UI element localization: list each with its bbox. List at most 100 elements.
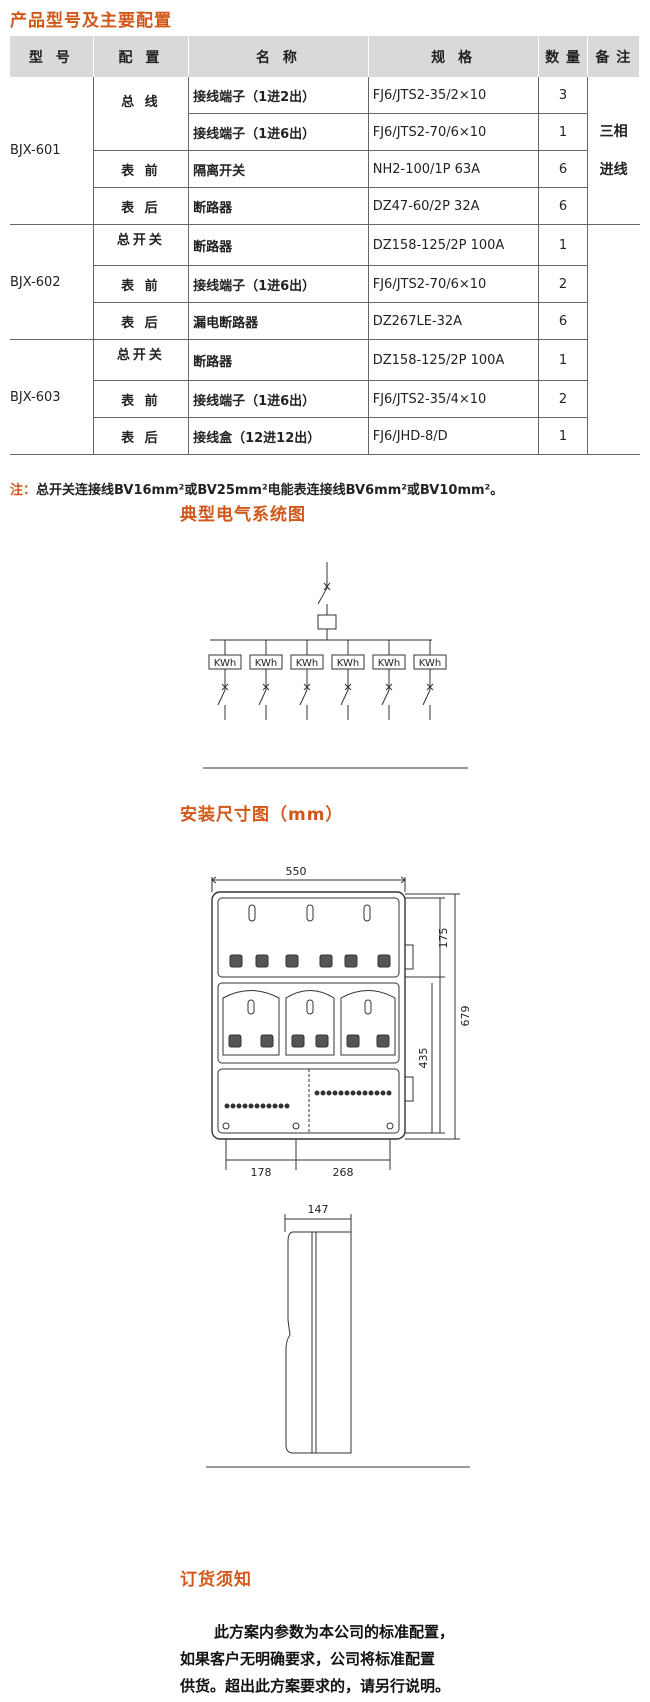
table-header-row: 型 号 配 置 名 称 规 格 数 量 备 注 xyxy=(10,36,641,77)
meter-terminal xyxy=(346,1034,360,1048)
spec-cell: FJ6/JTS2-35/2×10 xyxy=(367,77,539,114)
dim-height: 679 xyxy=(459,1006,472,1027)
meter-terminal xyxy=(255,954,269,968)
header-qty: 数 量 xyxy=(538,36,588,77)
meter-windows xyxy=(222,904,396,1130)
spec-cell: NH2-100/1P 63A xyxy=(367,150,539,188)
config-section-title: 产品型号及主要配置 xyxy=(10,11,172,31)
meter-terminal xyxy=(319,954,333,968)
spec-cell: DZ158-125/2P 100A xyxy=(367,339,539,381)
model-cell: BJX-602 xyxy=(10,224,94,340)
mounting-hole xyxy=(222,1122,230,1130)
meter-terminal xyxy=(315,1034,329,1048)
meter-terminal xyxy=(260,1034,274,1048)
terminal-dot xyxy=(278,1103,284,1109)
dim-middle: 435 xyxy=(417,1048,430,1069)
config-cell: 总 线 xyxy=(92,77,189,151)
table-row: BJX-603 总开关 断路器 DZ158-125/2P 100A 1 xyxy=(10,339,640,455)
remark-cell: 三相 进线 xyxy=(586,77,640,225)
name-cell: 断路器 xyxy=(188,224,369,266)
kwh-label: KWh xyxy=(255,658,277,669)
qty-cell: 6 xyxy=(538,187,588,225)
dim-depth: 147 xyxy=(308,1203,329,1216)
note-text: 总开关连接线BV16mm²或BV25mm²电能表连接线BV6mm²或BV10mm… xyxy=(36,483,504,498)
meter-terminal xyxy=(377,954,391,968)
wiring-note: 注：总开关连接线BV16mm²或BV25mm²电能表连接线BV6mm²或BV10… xyxy=(10,479,503,498)
viewing-slot xyxy=(306,999,314,1015)
config-cell: 表 后 xyxy=(92,302,189,340)
config-cell: 表 后 xyxy=(92,187,189,225)
spec-cell: FJ6/JTS2-70/6×10 xyxy=(367,113,539,151)
terminal-dot xyxy=(284,1103,290,1109)
mounting-hole xyxy=(386,1122,394,1130)
header-spec: 规 格 xyxy=(368,36,540,77)
name-cell: 接线盒（12进12出） xyxy=(188,417,369,455)
config-cell: 表 前 xyxy=(92,265,189,303)
viewing-slot xyxy=(363,904,371,922)
terminal-dot xyxy=(230,1103,236,1109)
meter-terminal xyxy=(291,1034,305,1048)
name-cell: 接线端子（1进6出） xyxy=(188,265,369,303)
terminal-dot xyxy=(314,1090,320,1096)
meter-terminal xyxy=(344,954,358,968)
qty-cell: 1 xyxy=(538,224,588,266)
table-row: BJX-601 总 线 接线端子（1进2出） FJ6/JTS2-35/2×10 … xyxy=(10,77,640,225)
viewing-slot xyxy=(247,999,255,1015)
viewing-slot xyxy=(364,999,372,1015)
configuration-table: 型 号 配 置 名 称 规 格 数 量 备 注 BJX-601 总 线 接线端子… xyxy=(10,36,641,455)
remark-cell-empty xyxy=(586,224,640,455)
table-row: BJX-602 总开关 断路器 DZ158-125/2P 100A 1 xyxy=(10,224,640,455)
qty-cell: 2 xyxy=(538,380,588,418)
header-model: 型 号 xyxy=(10,36,94,77)
order-title: 订货须知 xyxy=(180,1570,252,1590)
spec-cell: FJ6/JHD-8/D xyxy=(367,417,539,455)
spec-cell: FJ6/JTS2-70/6×10 xyxy=(367,265,539,303)
header-remark: 备 注 xyxy=(587,36,641,77)
header-config: 配 置 xyxy=(93,36,190,77)
meter-terminal xyxy=(228,1034,242,1048)
dim-width: 550 xyxy=(286,865,307,878)
terminal-dot xyxy=(248,1103,254,1109)
spec-cell: DZ158-125/2P 100A xyxy=(367,224,539,266)
qty-cell: 1 xyxy=(538,339,588,381)
terminal-dot xyxy=(260,1103,266,1109)
table-row: 表 前 接线端子（1进6出） FJ6/JTS2-35/4×10 2 xyxy=(10,380,640,418)
terminal-dot xyxy=(362,1090,368,1096)
spec-cell: FJ6/JTS2-35/4×10 xyxy=(367,380,539,418)
note-label: 注： xyxy=(10,483,37,498)
terminal-dot xyxy=(266,1103,272,1109)
terminal-dot xyxy=(224,1103,230,1109)
terminal-dot xyxy=(338,1090,344,1096)
qty-cell: 3 xyxy=(538,77,588,114)
terminal-dot xyxy=(332,1090,338,1096)
system-diagram-title: 典型电气系统图 xyxy=(180,505,306,525)
dim-bottom-left: 178 xyxy=(251,1166,272,1179)
meter-terminal xyxy=(285,954,299,968)
kwh-label: KWh xyxy=(378,658,400,669)
terminal-dot xyxy=(254,1103,260,1109)
name-cell: 接线端子（1进6出） xyxy=(188,113,369,151)
terminal-dot xyxy=(320,1090,326,1096)
terminal-dot xyxy=(344,1090,350,1096)
table-row: 表 前 接线端子（1进6出） FJ6/JTS2-70/6×10 2 xyxy=(10,265,640,303)
qty-cell: 6 xyxy=(538,302,588,340)
table-row: 表 前 隔离开关 NH2-100/1P 63A 6 xyxy=(10,150,640,188)
terminal-dot xyxy=(374,1090,380,1096)
name-cell: 接线端子（1进2出） xyxy=(188,77,369,114)
config-cell: 表 后 xyxy=(92,417,189,455)
config-cell: 表 前 xyxy=(92,150,189,188)
qty-cell: 1 xyxy=(538,113,588,151)
install-dimension-title: 安装尺寸图（mm） xyxy=(180,805,344,825)
kwh-label: KWh xyxy=(214,658,236,669)
model-cell: BJX-603 xyxy=(10,339,94,455)
meter-window xyxy=(222,990,280,1056)
order-line-1: 此方案内参数为本公司的标准配置， xyxy=(214,1623,455,1641)
qty-cell: 6 xyxy=(538,150,588,188)
kwh-label: KWh xyxy=(296,658,318,669)
terminal-dot xyxy=(236,1103,242,1109)
meter-window xyxy=(285,990,335,1056)
qty-cell: 1 xyxy=(538,417,588,455)
viewing-slot xyxy=(248,904,256,922)
name-cell: 隔离开关 xyxy=(188,150,369,188)
